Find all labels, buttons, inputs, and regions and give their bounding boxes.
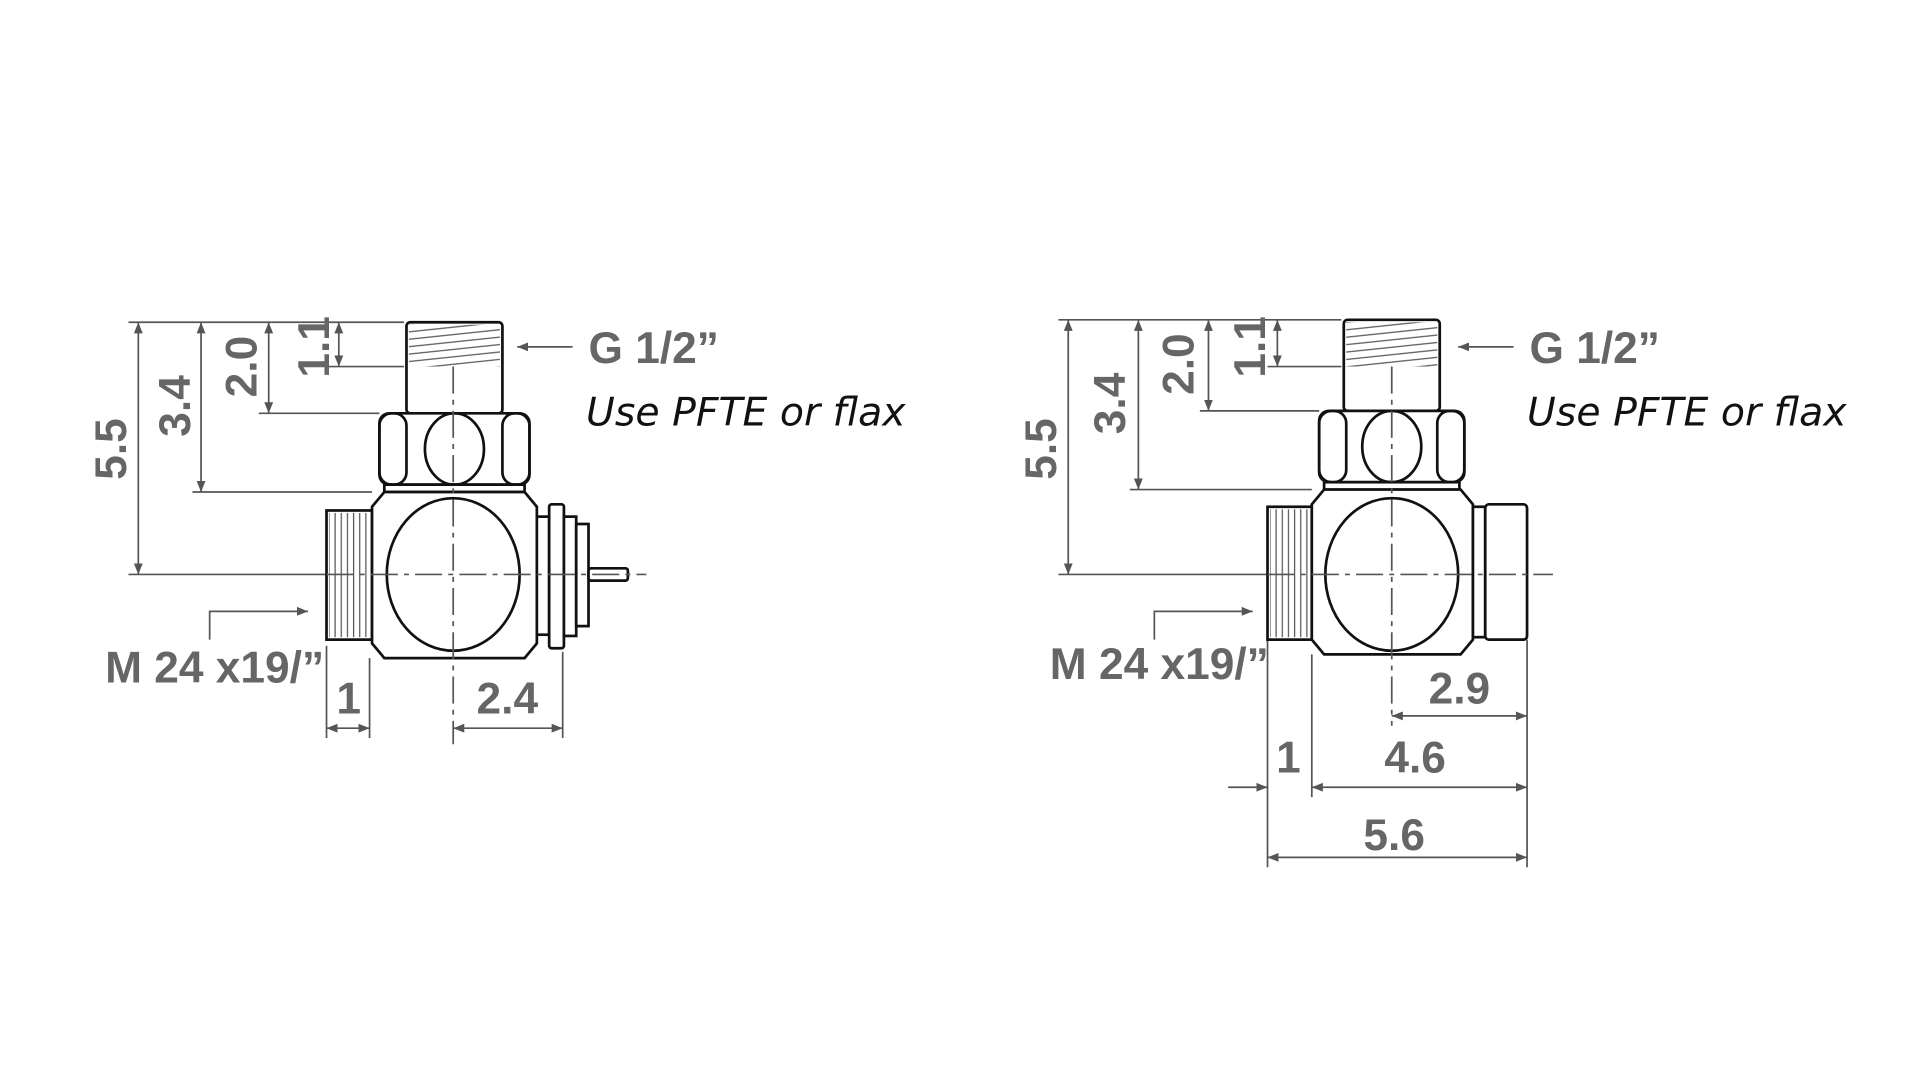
end-cap	[1471, 502, 1529, 641]
m-thread-label: M 24 x19/”	[105, 644, 324, 693]
stem-thread	[408, 324, 500, 367]
dim-label-1-1: 1.1	[290, 316, 339, 378]
dim-label-2-4: 2.4	[477, 674, 539, 723]
g-thread-label: G 1/2”	[1530, 324, 1660, 373]
stem-thread	[1346, 322, 1438, 367]
m-thread-label: M 24 x19/”	[1050, 640, 1269, 689]
side-thread-lines	[1269, 509, 1310, 638]
dim-label-2-9: 2.9	[1429, 665, 1491, 714]
dim-label-2-0: 2.0	[1155, 333, 1204, 395]
extension-lines	[1058, 318, 1528, 868]
m-thread-arrow	[208, 606, 309, 640]
dim-label-5-5: 5.5	[1017, 418, 1066, 480]
g-thread-label: G 1/2”	[589, 324, 719, 373]
dim-label-1: 1	[336, 674, 361, 723]
dim-label-3-4: 3.4	[1086, 372, 1135, 434]
dim-label-3-4: 3.4	[151, 375, 200, 437]
dim-label-5-6: 5.6	[1363, 811, 1425, 860]
valve-insert	[535, 502, 630, 650]
dim-label-4-6: 4.6	[1384, 733, 1446, 782]
m-thread-arrow	[1153, 606, 1253, 640]
dim-label-1: 1	[1276, 733, 1301, 782]
hex-nut	[378, 411, 531, 494]
sealing-note: Use PFTE or flax	[1527, 390, 1847, 436]
valve-body	[1310, 488, 1475, 656]
dim-label-1-1: 1.1	[1226, 316, 1275, 378]
dim-label-2-0: 2.0	[217, 336, 266, 398]
valve-body	[370, 490, 539, 660]
angle-valve-left: 5.5 3.4 2.0 1.1 1 2.4 G 1/2” Use PFTE or…	[87, 316, 906, 745]
angle-valve-right: 5.5 3.4 2.0 1.1 2.9 1 4.6 5.6 G 1/2” Use…	[1017, 316, 1847, 868]
sealing-note: Use PFTE or flax	[586, 390, 906, 436]
dim-label-5-5: 5.5	[87, 418, 136, 480]
